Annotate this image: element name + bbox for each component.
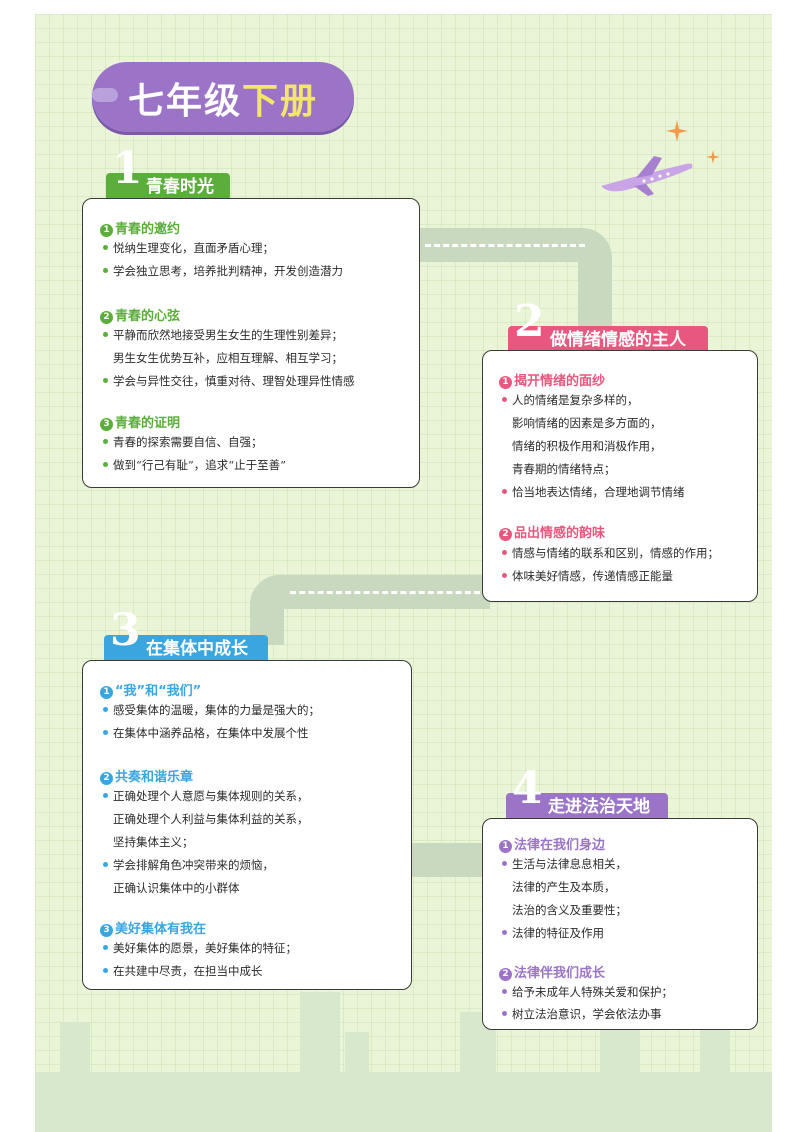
list-item: 法律的特征及作用 — [502, 925, 604, 941]
list-item: 男生女生优势互补，应相互理解、相互学习； — [113, 351, 343, 365]
list-item: 悦纳生理变化，直面矛盾心理； — [103, 240, 274, 256]
list-item: 美好集体的愿景，美好集体的特征； — [103, 940, 297, 956]
list-item: 青春的探索需要自信、自强； — [103, 434, 263, 450]
list-item: 坚持集体主义； — [113, 835, 194, 849]
list-item: 平静而欣然地接受男生女生的生理性别差异； — [103, 327, 343, 343]
unit-2-card — [482, 350, 758, 602]
unit-title: 走进法治天地 — [548, 797, 650, 817]
unit-number: 1 — [112, 143, 143, 194]
city-building — [300, 992, 340, 1132]
unit-title: 做情绪情感的主人 — [550, 330, 686, 350]
city-building — [700, 1022, 730, 1132]
road-decoration — [250, 575, 284, 645]
city-building — [460, 1012, 496, 1132]
list-item: 感受集体的温暖，集体的力量是强大的； — [103, 702, 320, 718]
unit-number: 4 — [512, 763, 543, 814]
list-item: 树立法治意识，学会依法办事 — [502, 1006, 662, 1022]
list-item: 人的情绪是复杂多样的， — [502, 392, 639, 408]
unit-number: 3 — [110, 605, 141, 656]
unit-number: 2 — [514, 296, 545, 347]
unit-3-header: 3 在集体中成长 — [104, 609, 268, 663]
list-item: 情绪的积极作用和消极作用， — [512, 439, 662, 453]
list-item: 正确处理个人利益与集体利益的关系， — [113, 812, 309, 826]
page-title-banner — [92, 62, 354, 132]
section-title: 1“我”和“我们” — [100, 680, 201, 699]
sparkle-icon — [666, 120, 688, 142]
city-building — [60, 1022, 90, 1132]
unit-4-card — [482, 818, 758, 1030]
list-item: 学会独立思考，培养批判精神，开发创造潜力 — [103, 263, 343, 279]
list-item: 做到“行己有耻”，追求“止于至善” — [103, 457, 286, 473]
list-item: 学会排解角色冲突带来的烦恼， — [103, 857, 274, 873]
title-banner-tab — [92, 88, 118, 102]
city-building — [345, 1032, 369, 1132]
list-item: 法律的产生及本质， — [512, 880, 616, 894]
page-title: 七年级下册 — [128, 81, 319, 122]
list-item: 正确认识集体中的小群体 — [113, 881, 240, 895]
unit-3-card — [82, 660, 412, 990]
list-item: 给予未成年人特殊关爱和保护； — [502, 984, 673, 1000]
list-item: 青春期的情绪特点； — [512, 462, 616, 476]
list-item: 体味美好情感，传递情感正能量 — [502, 568, 673, 584]
list-item: 在共建中尽责，在担当中成长 — [103, 963, 263, 979]
list-item: 情感与情绪的联系和区别，情感的作用； — [502, 545, 719, 561]
list-item: 生活与法律息息相关， — [502, 856, 627, 872]
unit-title: 青春时光 — [146, 177, 214, 197]
list-item: 在集体中涵养品格，在集体中发展个性 — [103, 725, 309, 741]
unit-2-header: 2 做情绪情感的主人 — [508, 300, 708, 354]
road-dash — [425, 244, 585, 247]
list-item: 正确处理个人意愿与集体规则的关系， — [103, 788, 309, 804]
unit-title: 在集体中成长 — [146, 639, 248, 659]
city-skyline — [35, 1072, 772, 1132]
list-item: 法治的含义及重要性； — [512, 903, 627, 917]
list-item: 学会与异性交往，慎重对待、理智处理异性情感 — [103, 373, 355, 389]
unit-1-header: 1 青春时光 — [106, 147, 230, 201]
unit-1-card — [82, 198, 420, 488]
road-dash — [290, 591, 480, 594]
airplane-icon — [601, 156, 693, 196]
list-item: 恰当地表达情绪，合理地调节情绪 — [502, 484, 685, 500]
sparkle-icon — [706, 150, 720, 164]
list-item: 影响情绪的因素是多方面的， — [512, 416, 662, 430]
unit-4-header: 4 走进法治天地 — [506, 767, 668, 821]
